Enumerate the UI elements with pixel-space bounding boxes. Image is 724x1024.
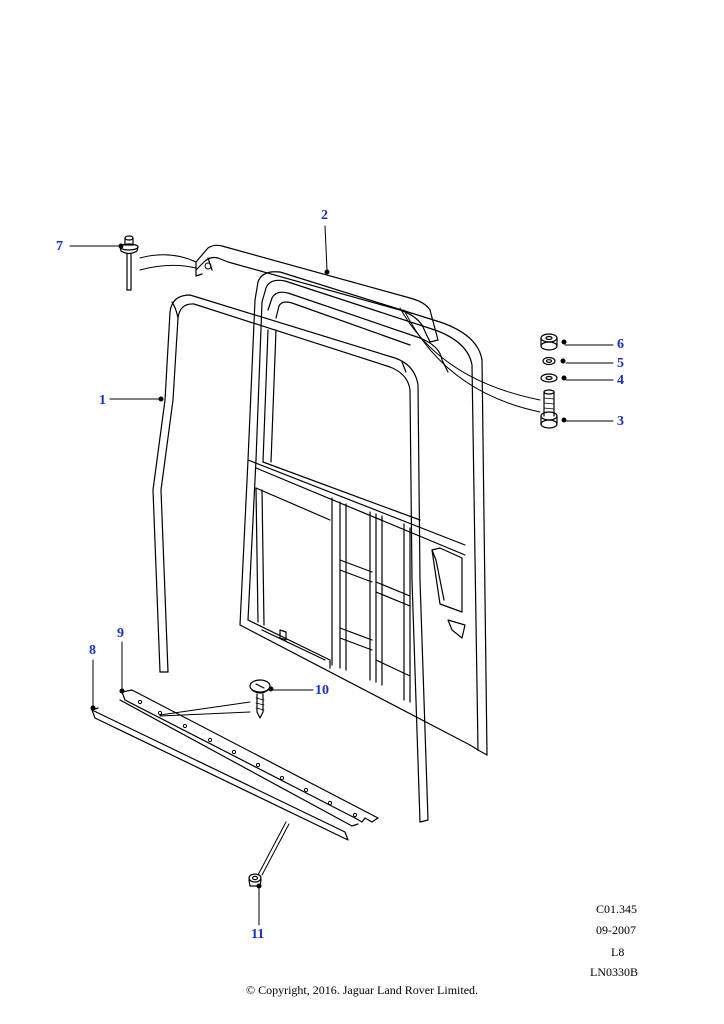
callout-8: 8: [89, 643, 96, 658]
diagram-date: 09-2007: [596, 923, 636, 937]
plain-washer: [540, 373, 558, 383]
bolt: [540, 389, 558, 429]
door-seal: [152, 294, 429, 823]
callout-10: 10: [315, 683, 329, 698]
callout-2: 2: [321, 208, 328, 223]
fixings-group: [540, 333, 558, 429]
assembly-lines: [139, 254, 541, 876]
callout-5: 5: [617, 356, 624, 371]
clip: [248, 873, 262, 887]
door-frame: [239, 271, 488, 756]
copyright-notice: © Copyright, 2016. Jaguar Land Rover Lim…: [245, 983, 479, 997]
callout-1: 1: [99, 393, 106, 408]
diagram-reference: C01.345: [596, 902, 638, 916]
bottom-strip-inner: [119, 689, 379, 827]
callout-7: 7: [56, 239, 63, 254]
callout-4: 4: [617, 373, 624, 388]
callout-3: 3: [617, 414, 624, 429]
callout-11: 11: [251, 927, 265, 942]
spring-washer: [542, 356, 556, 366]
bottom-strip-outer: [91, 707, 349, 841]
nut: [540, 333, 558, 351]
rivet: [119, 235, 139, 291]
callout-9: 9: [117, 626, 124, 641]
diagram-code: L8: [611, 945, 625, 959]
leader-lines: [69, 225, 614, 926]
illustration-number: LN0330B: [590, 965, 638, 979]
callout-6: 6: [617, 337, 624, 352]
top-rail: [195, 244, 439, 343]
screw: [249, 679, 271, 719]
